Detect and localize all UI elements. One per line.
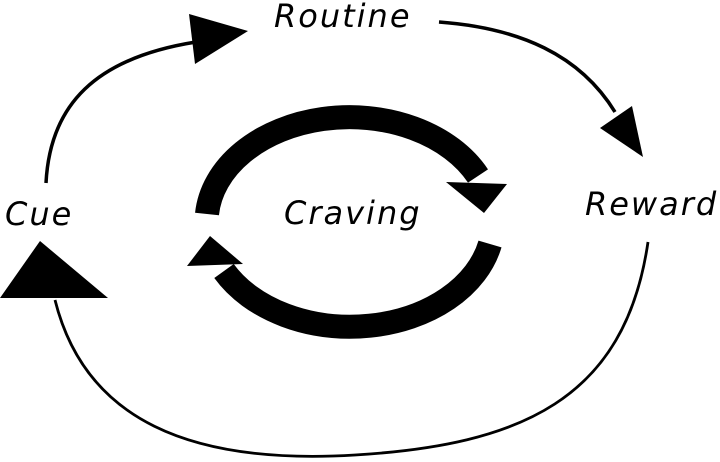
craving-cycle-upper-arc [195, 105, 488, 216]
edge-reward-to-cue [53, 241, 650, 458]
edge-cue-to-routine [44, 40, 197, 184]
node-label-reward: Reward [585, 185, 719, 223]
edge-routine-to-reward [438, 20, 617, 113]
craving-cycle-lower-arc [214, 240, 502, 339]
node-label-cue: Cue [5, 195, 74, 233]
edge-cue-to-routine-arrowhead-icon [189, 14, 248, 64]
edge-routine-to-reward-arrowhead-icon [600, 106, 643, 157]
craving-cycle-lower-arrowhead-icon [187, 236, 243, 266]
node-label-craving: Craving [284, 194, 422, 232]
craving-cycle-upper-arrowhead-icon [446, 182, 507, 213]
edge-reward-to-cue-arrowhead-icon [0, 241, 108, 298]
node-label-routine: Routine [274, 0, 412, 35]
